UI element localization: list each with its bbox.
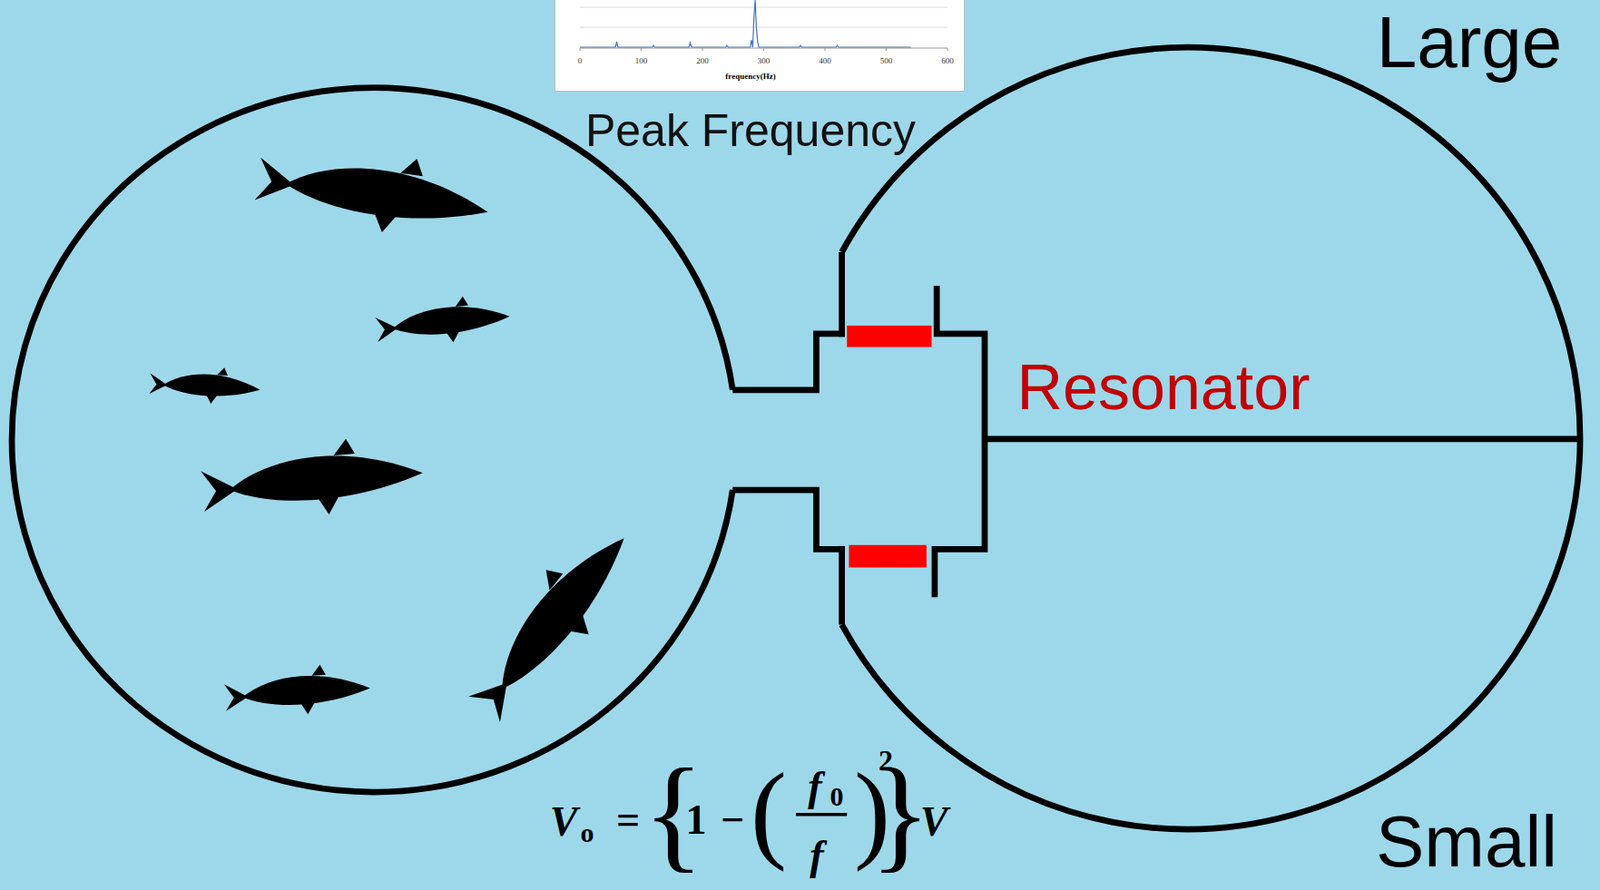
left-chamber (11, 88, 733, 793)
axis-tick (640, 48, 642, 51)
divider-line (984, 435, 1581, 442)
formula-subscript: o (580, 817, 595, 849)
axis-tick-label: 400 (818, 56, 832, 66)
grid-line (579, 27, 948, 29)
grid-line (579, 7, 948, 9)
axis-tick (824, 48, 826, 51)
spectrum-chart: 0100200300400500600frequency(Hz)Peak Fre… (554, 0, 965, 92)
axis-tick (579, 48, 581, 51)
tank-left (11, 88, 733, 793)
axis-tick (885, 48, 887, 51)
formula-number: 1 (686, 795, 707, 845)
neck-wall (838, 252, 845, 337)
region-label: Small (1375, 800, 1558, 884)
right-chamber (842, 47, 1581, 830)
axis-tick-label: 300 (757, 56, 771, 66)
fish (223, 661, 373, 720)
formula-operator: = (616, 795, 640, 845)
fish-school (148, 137, 650, 731)
resonator-plate (846, 325, 932, 348)
fish (373, 292, 512, 351)
formula-symbol: f (807, 762, 822, 811)
formula-subscript: 0 (830, 781, 845, 813)
fish (148, 363, 262, 407)
formula-operator: − (720, 795, 745, 845)
fish (198, 432, 426, 526)
axis-title: frequency(Hz) (725, 71, 776, 81)
fish (453, 512, 650, 731)
formula-symbol: f (809, 831, 824, 880)
resonator-wall (934, 285, 985, 598)
axis-tick (947, 48, 949, 51)
axis-tick-label: 600 (941, 56, 954, 66)
neck-wall (838, 546, 845, 626)
spectrum-trace (579, 0, 912, 48)
formula-symbol: V (920, 797, 949, 846)
fish (252, 137, 494, 246)
part-label: Resonator (1017, 351, 1311, 424)
resonator-plate (848, 545, 926, 569)
axis-tick-label: 0 (578, 56, 583, 66)
axis-tick (702, 48, 704, 51)
region-label: Large (1376, 0, 1563, 85)
neck-wall (732, 333, 845, 391)
chart-heading: Peak Frequency (585, 104, 916, 158)
axis-tick (763, 48, 765, 51)
axis-tick-label: 500 (880, 56, 894, 66)
formula-paren: ( (750, 749, 787, 875)
neck-resonator (732, 47, 1581, 830)
fraction-bar (795, 813, 847, 816)
formula-symbol: V (549, 797, 579, 846)
neck-wall (732, 490, 845, 550)
axis-tick-label: 100 (635, 56, 648, 66)
axis-tick-label: 200 (696, 56, 709, 66)
